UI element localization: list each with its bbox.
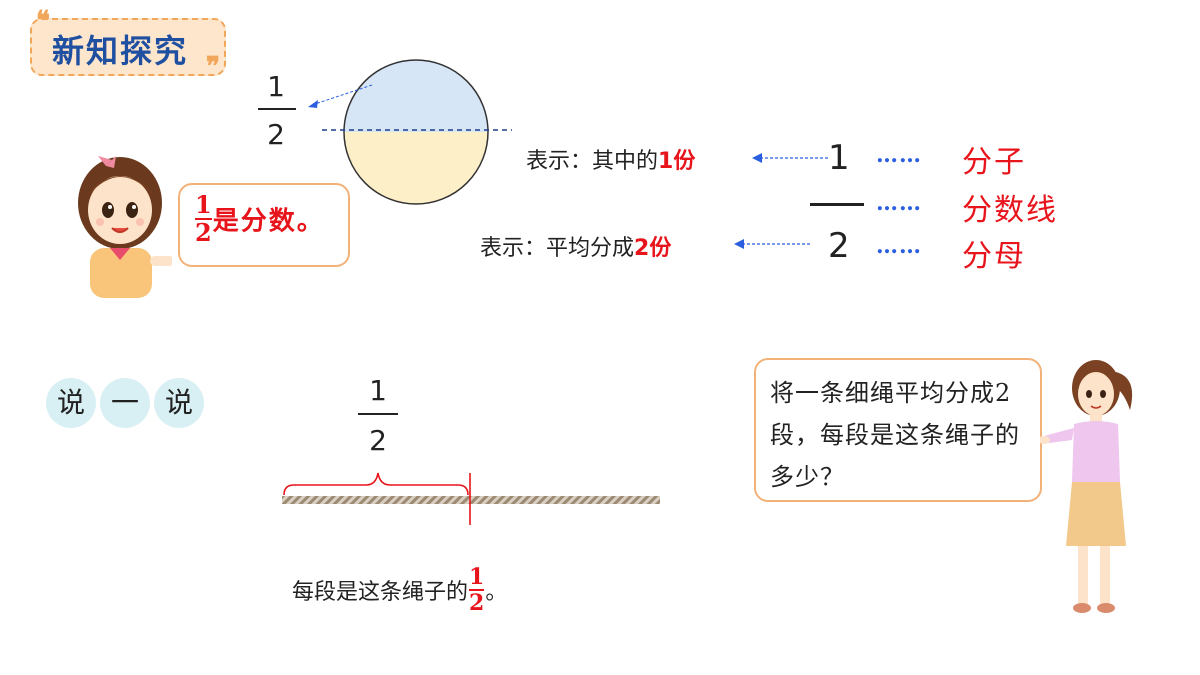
half-circle-diagram xyxy=(308,59,512,205)
denominator-explanation-highlight: 2份 xyxy=(634,236,672,261)
circle-fraction-denominator: 2 xyxy=(267,118,285,151)
denominator-explanation-prefix: 表示：平均分成 xyxy=(480,236,635,261)
answer-denominator: 2 xyxy=(469,590,485,616)
numerator-explanation-highlight: 1份 xyxy=(658,149,696,174)
girl-bubble-text: 是分数。 xyxy=(212,206,325,237)
open-quote-icon: ❝ xyxy=(36,6,50,36)
rope xyxy=(282,496,660,504)
answer-caption: 每段是这条绳子的 1 2 。 xyxy=(292,566,507,614)
say-char-3: 说 xyxy=(154,378,204,428)
line-dots: …… xyxy=(876,190,922,216)
denominator-explanation: 表示：平均分成2份 xyxy=(480,230,671,262)
pointer-line xyxy=(311,84,373,106)
term-numerator: 分子 xyxy=(962,145,1026,180)
girl-bubble-numerator: 1 xyxy=(195,190,212,219)
rope-brace xyxy=(283,472,469,496)
numerator-arrow-icon xyxy=(752,153,830,163)
rope-fraction-numerator: 1 xyxy=(369,374,387,407)
section-title: 新知探究 xyxy=(52,32,189,70)
numerator-dots: …… xyxy=(876,142,922,168)
answer-numerator: 1 xyxy=(469,564,485,590)
rope-fraction-bar xyxy=(358,413,398,415)
answer-suffix: 。 xyxy=(485,580,508,605)
girl-bubble-fraction: 1 2 是分数。 xyxy=(194,193,325,245)
explanation-denominator: 2 xyxy=(828,226,850,266)
term-denominator: 分母 xyxy=(962,239,1026,274)
girl-character xyxy=(78,156,172,298)
arrow-head-icon xyxy=(308,100,318,108)
say-char-1: 说 xyxy=(46,378,96,428)
close-quote-icon: ❞ xyxy=(206,52,220,82)
circle-fraction-numerator: 1 xyxy=(267,70,285,103)
section-badge: ❝ ❞ 新知探究 xyxy=(30,6,226,82)
teacher-character xyxy=(1040,360,1133,613)
denominator-arrow-icon xyxy=(734,239,812,249)
girl-bubble-denominator: 2 xyxy=(195,218,212,247)
girl-speech-bubble: 1 2 是分数。 xyxy=(178,183,350,267)
numerator-explanation-prefix: 表示：其中的 xyxy=(526,149,659,174)
teacher-question: 将一条细绳平均分成2段，每段是这条绳子的多少？ xyxy=(770,379,1020,491)
teacher-speech-bubble: 将一条细绳平均分成2段，每段是这条绳子的多少？ xyxy=(754,358,1042,502)
say-char-2: 一 xyxy=(100,378,150,428)
denominator-dots: …… xyxy=(876,233,922,259)
explanation-fraction-bar xyxy=(810,203,864,206)
explanation-numerator: 1 xyxy=(828,138,850,178)
circle-outline xyxy=(343,59,489,205)
circle-fraction-bar xyxy=(258,108,296,110)
rope-diagram xyxy=(282,472,660,525)
rope-fraction-denominator: 2 xyxy=(369,424,387,457)
numerator-explanation: 表示：其中的1份 xyxy=(526,143,695,175)
girl-bubble-fraction-bar xyxy=(195,218,212,220)
badge-box xyxy=(30,18,226,76)
term-fraction-line: 分数线 xyxy=(962,193,1058,228)
answer-fraction-bar xyxy=(469,589,485,591)
answer-prefix: 每段是这条绳子的 xyxy=(292,580,469,605)
